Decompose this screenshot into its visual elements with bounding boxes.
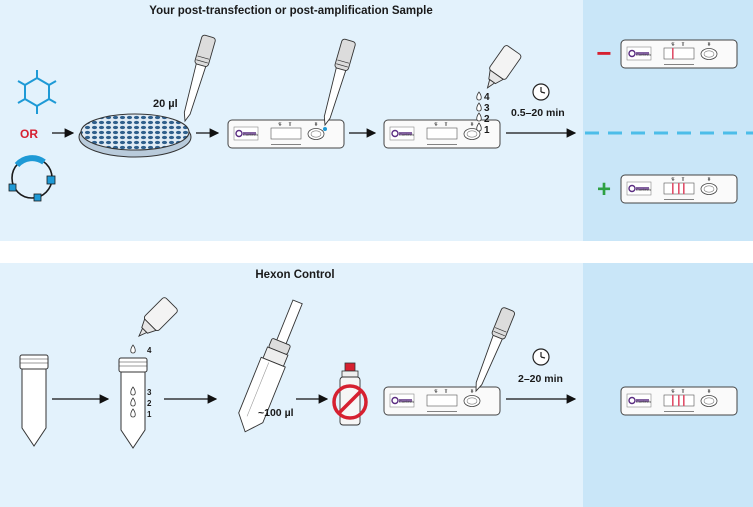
cassette-mark-c: C <box>278 121 282 126</box>
cassette-mark-s: S <box>707 41 710 46</box>
test-line <box>683 183 685 194</box>
sample-tube-icon <box>19 354 49 447</box>
control-line <box>672 395 674 406</box>
swab-tube-icon <box>238 299 303 433</box>
bottom-panel-bg <box>0 263 583 507</box>
cassette-mark-t: T <box>445 121 448 126</box>
test-line <box>678 183 680 194</box>
negative-sign: − <box>596 38 611 68</box>
cassette-brand: Contech <box>636 399 651 404</box>
test-cassette-3: Contech C T S <box>383 386 501 416</box>
cassette-mark-t: T <box>682 388 685 393</box>
control-line <box>672 183 674 194</box>
test-cassette-2: Contech C T S <box>383 119 501 149</box>
bottom-drop-number-4: 4 <box>147 346 152 355</box>
hexon-result-cassette: Contech C T S <box>620 386 738 416</box>
bottom-panel-title: Hexon Control <box>255 269 334 281</box>
bottom-volume-label: ~100 µl <box>258 407 294 419</box>
cassette-brand: Contech <box>399 132 414 137</box>
cassette-mark-c: C <box>434 121 438 126</box>
drop-number-2: 2 <box>484 114 490 125</box>
plasmid-icon <box>8 155 56 202</box>
test-cassette-1: Contech C T S <box>227 119 345 149</box>
test-line <box>678 395 680 406</box>
drop-number-4: 4 <box>484 92 490 103</box>
bottom-result-bg <box>583 263 753 507</box>
positive-sign: + <box>597 176 611 203</box>
control-line <box>672 48 674 59</box>
bottom-drop-number-3: 3 <box>147 388 152 397</box>
bottom-time-label: 2–20 min <box>518 373 563 385</box>
drop-number-3: 3 <box>484 103 490 114</box>
positive-result-cassette: Contech C T S <box>620 174 738 204</box>
cassette-mark-t: T <box>682 176 685 181</box>
cassette-mark-c: C <box>671 41 675 46</box>
clock-icon <box>532 348 550 366</box>
top-panel-title: Your post-transfection or post-amplifica… <box>149 5 432 17</box>
cassette-brand: Contech <box>636 52 651 57</box>
cassette-mark-t: T <box>289 121 292 126</box>
drop-number-1: 1 <box>484 125 490 136</box>
cassette-mark-t: T <box>682 41 685 46</box>
petri-dish-icon <box>78 113 192 158</box>
cassette-mark-t: T <box>445 388 448 393</box>
cassette-mark-c: C <box>434 388 438 393</box>
top-result-bg <box>583 0 753 241</box>
bottom-drop-number-2: 2 <box>147 399 152 408</box>
cassette-mark-s: S <box>707 176 710 181</box>
cassette-mark-s: S <box>470 388 473 393</box>
negative-result-cassette: Contech C T S <box>620 39 738 69</box>
cassette-brand: Contech <box>243 132 258 137</box>
cassette-mark-c: C <box>671 388 675 393</box>
cassette-brand: Contech <box>399 399 414 404</box>
clock-icon <box>532 83 550 101</box>
cassette-mark-s: S <box>470 121 473 126</box>
cassette-mark-s: S <box>707 388 710 393</box>
cassette-mark-s: S <box>314 121 317 126</box>
cassette-brand: Contech <box>636 187 651 192</box>
or-label: OR <box>20 127 38 141</box>
prohibited-icon <box>332 362 368 426</box>
bottom-drop-number-1: 1 <box>147 410 152 419</box>
top-time-label: 0.5–20 min <box>511 107 565 119</box>
sample-drop <box>323 127 327 131</box>
test-line <box>683 395 685 406</box>
cassette-mark-c: C <box>671 176 675 181</box>
top-volume-label: 20 µl <box>153 98 178 110</box>
benzene-ring-icon <box>17 70 57 114</box>
